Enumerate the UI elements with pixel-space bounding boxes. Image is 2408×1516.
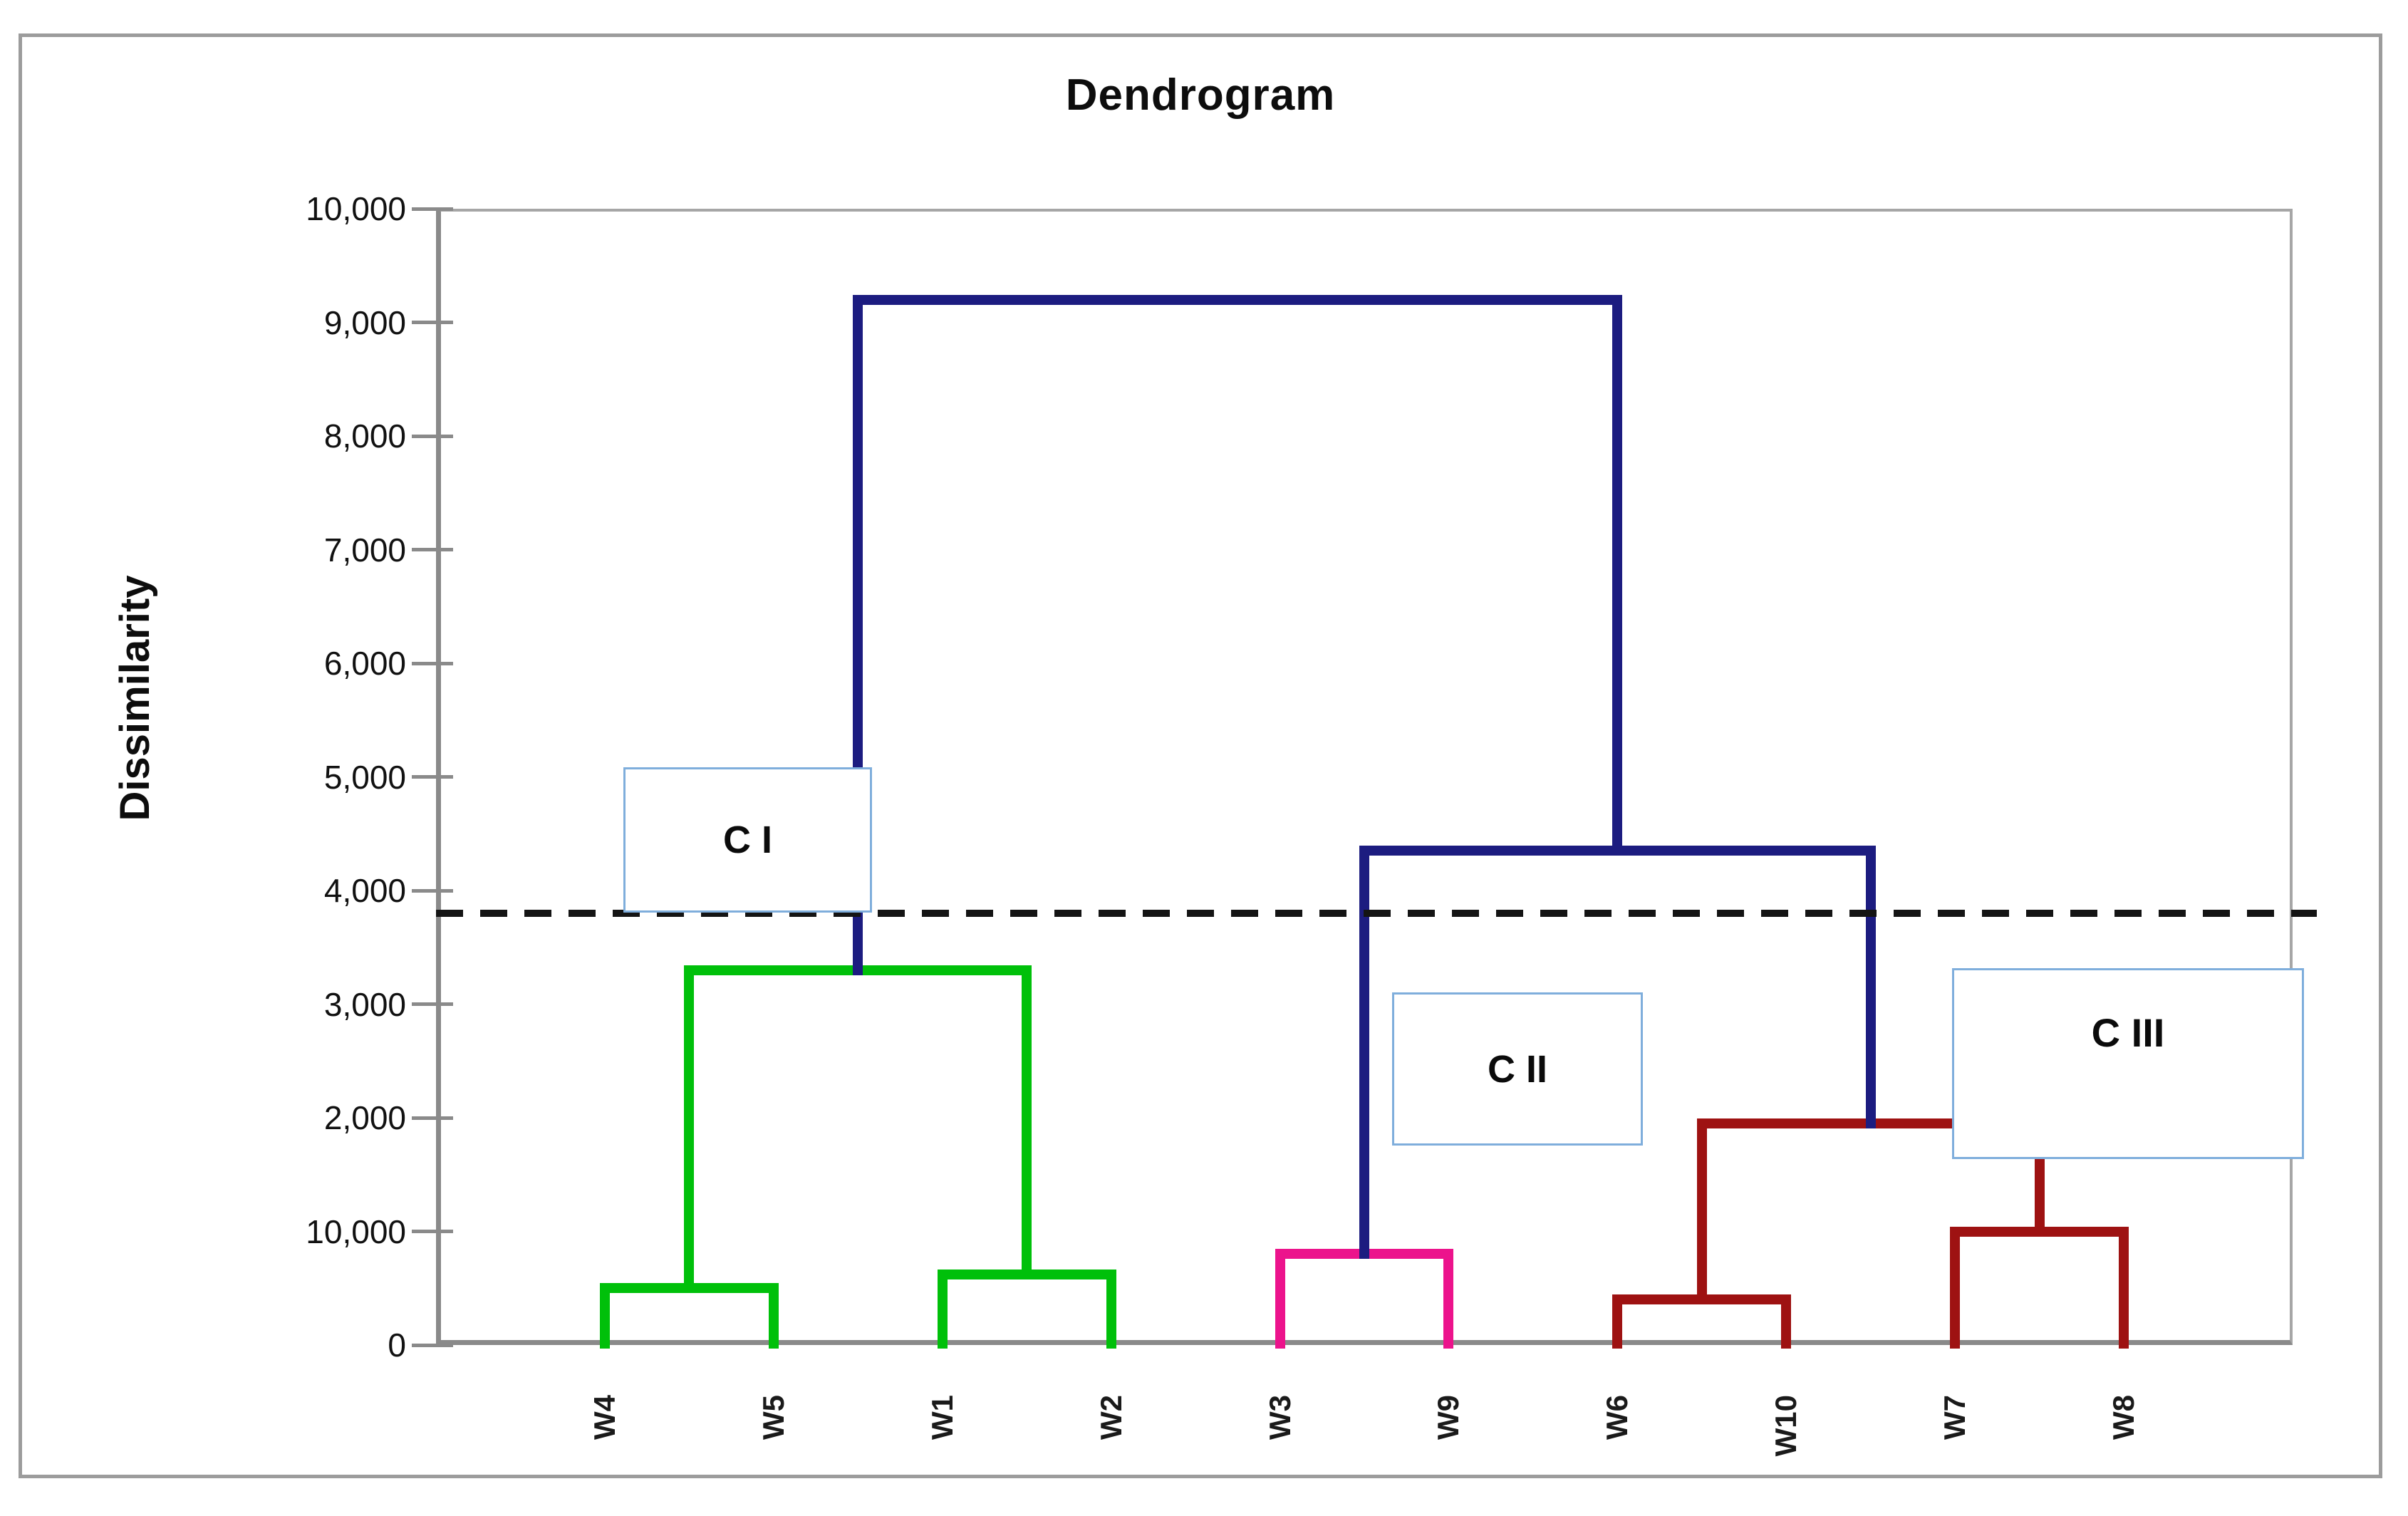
x-axis-leaf-label: W3 bbox=[1262, 1395, 1297, 1440]
dendrogram-leg bbox=[1612, 294, 1623, 856]
dendrogram-leg bbox=[1022, 965, 1032, 1280]
y-tick-label: 3,000 bbox=[323, 985, 406, 1023]
dendrogram-leg bbox=[1359, 846, 1369, 1260]
y-axis-tick bbox=[412, 1230, 453, 1233]
dendrogram-leg bbox=[768, 1283, 779, 1349]
y-axis-title: Dissimilarity bbox=[112, 575, 158, 821]
x-axis-leaf-label: W7 bbox=[1938, 1395, 1972, 1440]
x-axis-leaf-label: W6 bbox=[1600, 1395, 1634, 1440]
x-axis-leaf-label: W4 bbox=[587, 1395, 621, 1440]
dendrogram-leg bbox=[1612, 1294, 1623, 1349]
dendrogram-leg bbox=[599, 1283, 610, 1349]
cluster-label-c2: C II bbox=[1487, 1047, 1547, 1091]
dendrogram-leg bbox=[937, 1270, 948, 1349]
cluster-label-box-c3: C III bbox=[1952, 968, 2304, 1159]
x-axis-leaf-label: W5 bbox=[756, 1395, 790, 1440]
dendrogram-leg bbox=[1106, 1270, 1116, 1349]
dendrogram-leg bbox=[1443, 1249, 1454, 1349]
x-axis-leaf-label: W9 bbox=[1431, 1395, 1465, 1440]
y-tick-label: 9,000 bbox=[323, 303, 406, 341]
cluster-label-c3: C III bbox=[2091, 1010, 2165, 1055]
dendrogram-leg bbox=[1781, 1294, 1792, 1349]
cluster-label-box-c2: C II bbox=[1392, 992, 1643, 1146]
y-axis-tick bbox=[412, 434, 453, 438]
dendrogram-leg bbox=[2119, 1226, 2129, 1349]
dendrogram-leg bbox=[1865, 846, 1876, 1128]
y-axis-tick bbox=[412, 207, 453, 211]
dendrogram-leg bbox=[684, 965, 695, 1294]
y-tick-label: 6,000 bbox=[323, 645, 406, 682]
y-tick-label: 2,000 bbox=[323, 1099, 406, 1136]
x-axis-leaf-label: W10 bbox=[1769, 1395, 1803, 1457]
y-axis-tick bbox=[412, 548, 453, 551]
y-axis-tick bbox=[412, 1116, 453, 1120]
y-axis-tick bbox=[412, 775, 453, 779]
y-tick-label: 0 bbox=[388, 1326, 406, 1364]
cluster-label-c1: C I bbox=[722, 819, 772, 861]
x-axis-leaf-label: W1 bbox=[925, 1395, 959, 1440]
dendrogram-leg bbox=[1275, 1249, 1285, 1349]
y-axis-tick bbox=[412, 321, 453, 324]
y-tick-label: 7,000 bbox=[323, 531, 406, 568]
x-axis-leaf-label: W2 bbox=[1094, 1395, 1128, 1440]
y-axis-tick bbox=[412, 661, 453, 665]
y-tick-label: 10,000 bbox=[306, 190, 406, 227]
dendrogram-leg bbox=[1696, 1118, 1707, 1305]
chart-title: Dendrogram bbox=[1065, 71, 1336, 120]
dendrogram-leg bbox=[1950, 1226, 1961, 1349]
cluster-label-box-c1: C I bbox=[623, 767, 872, 913]
y-axis-tick bbox=[412, 888, 453, 893]
cluster-cut-dashed-line bbox=[436, 909, 2317, 917]
y-tick-label: 5,000 bbox=[323, 758, 406, 796]
x-axis-leaf-label: W8 bbox=[2107, 1395, 2141, 1440]
y-tick-label: 10,000 bbox=[306, 1213, 406, 1250]
dendrogram-merge-bar bbox=[853, 294, 1623, 305]
y-tick-label: 8,000 bbox=[323, 417, 406, 455]
figure-frame bbox=[19, 33, 2382, 1478]
y-axis-tick bbox=[412, 1002, 453, 1006]
y-axis-tick bbox=[412, 1343, 453, 1347]
y-tick-label: 4,000 bbox=[323, 872, 406, 909]
